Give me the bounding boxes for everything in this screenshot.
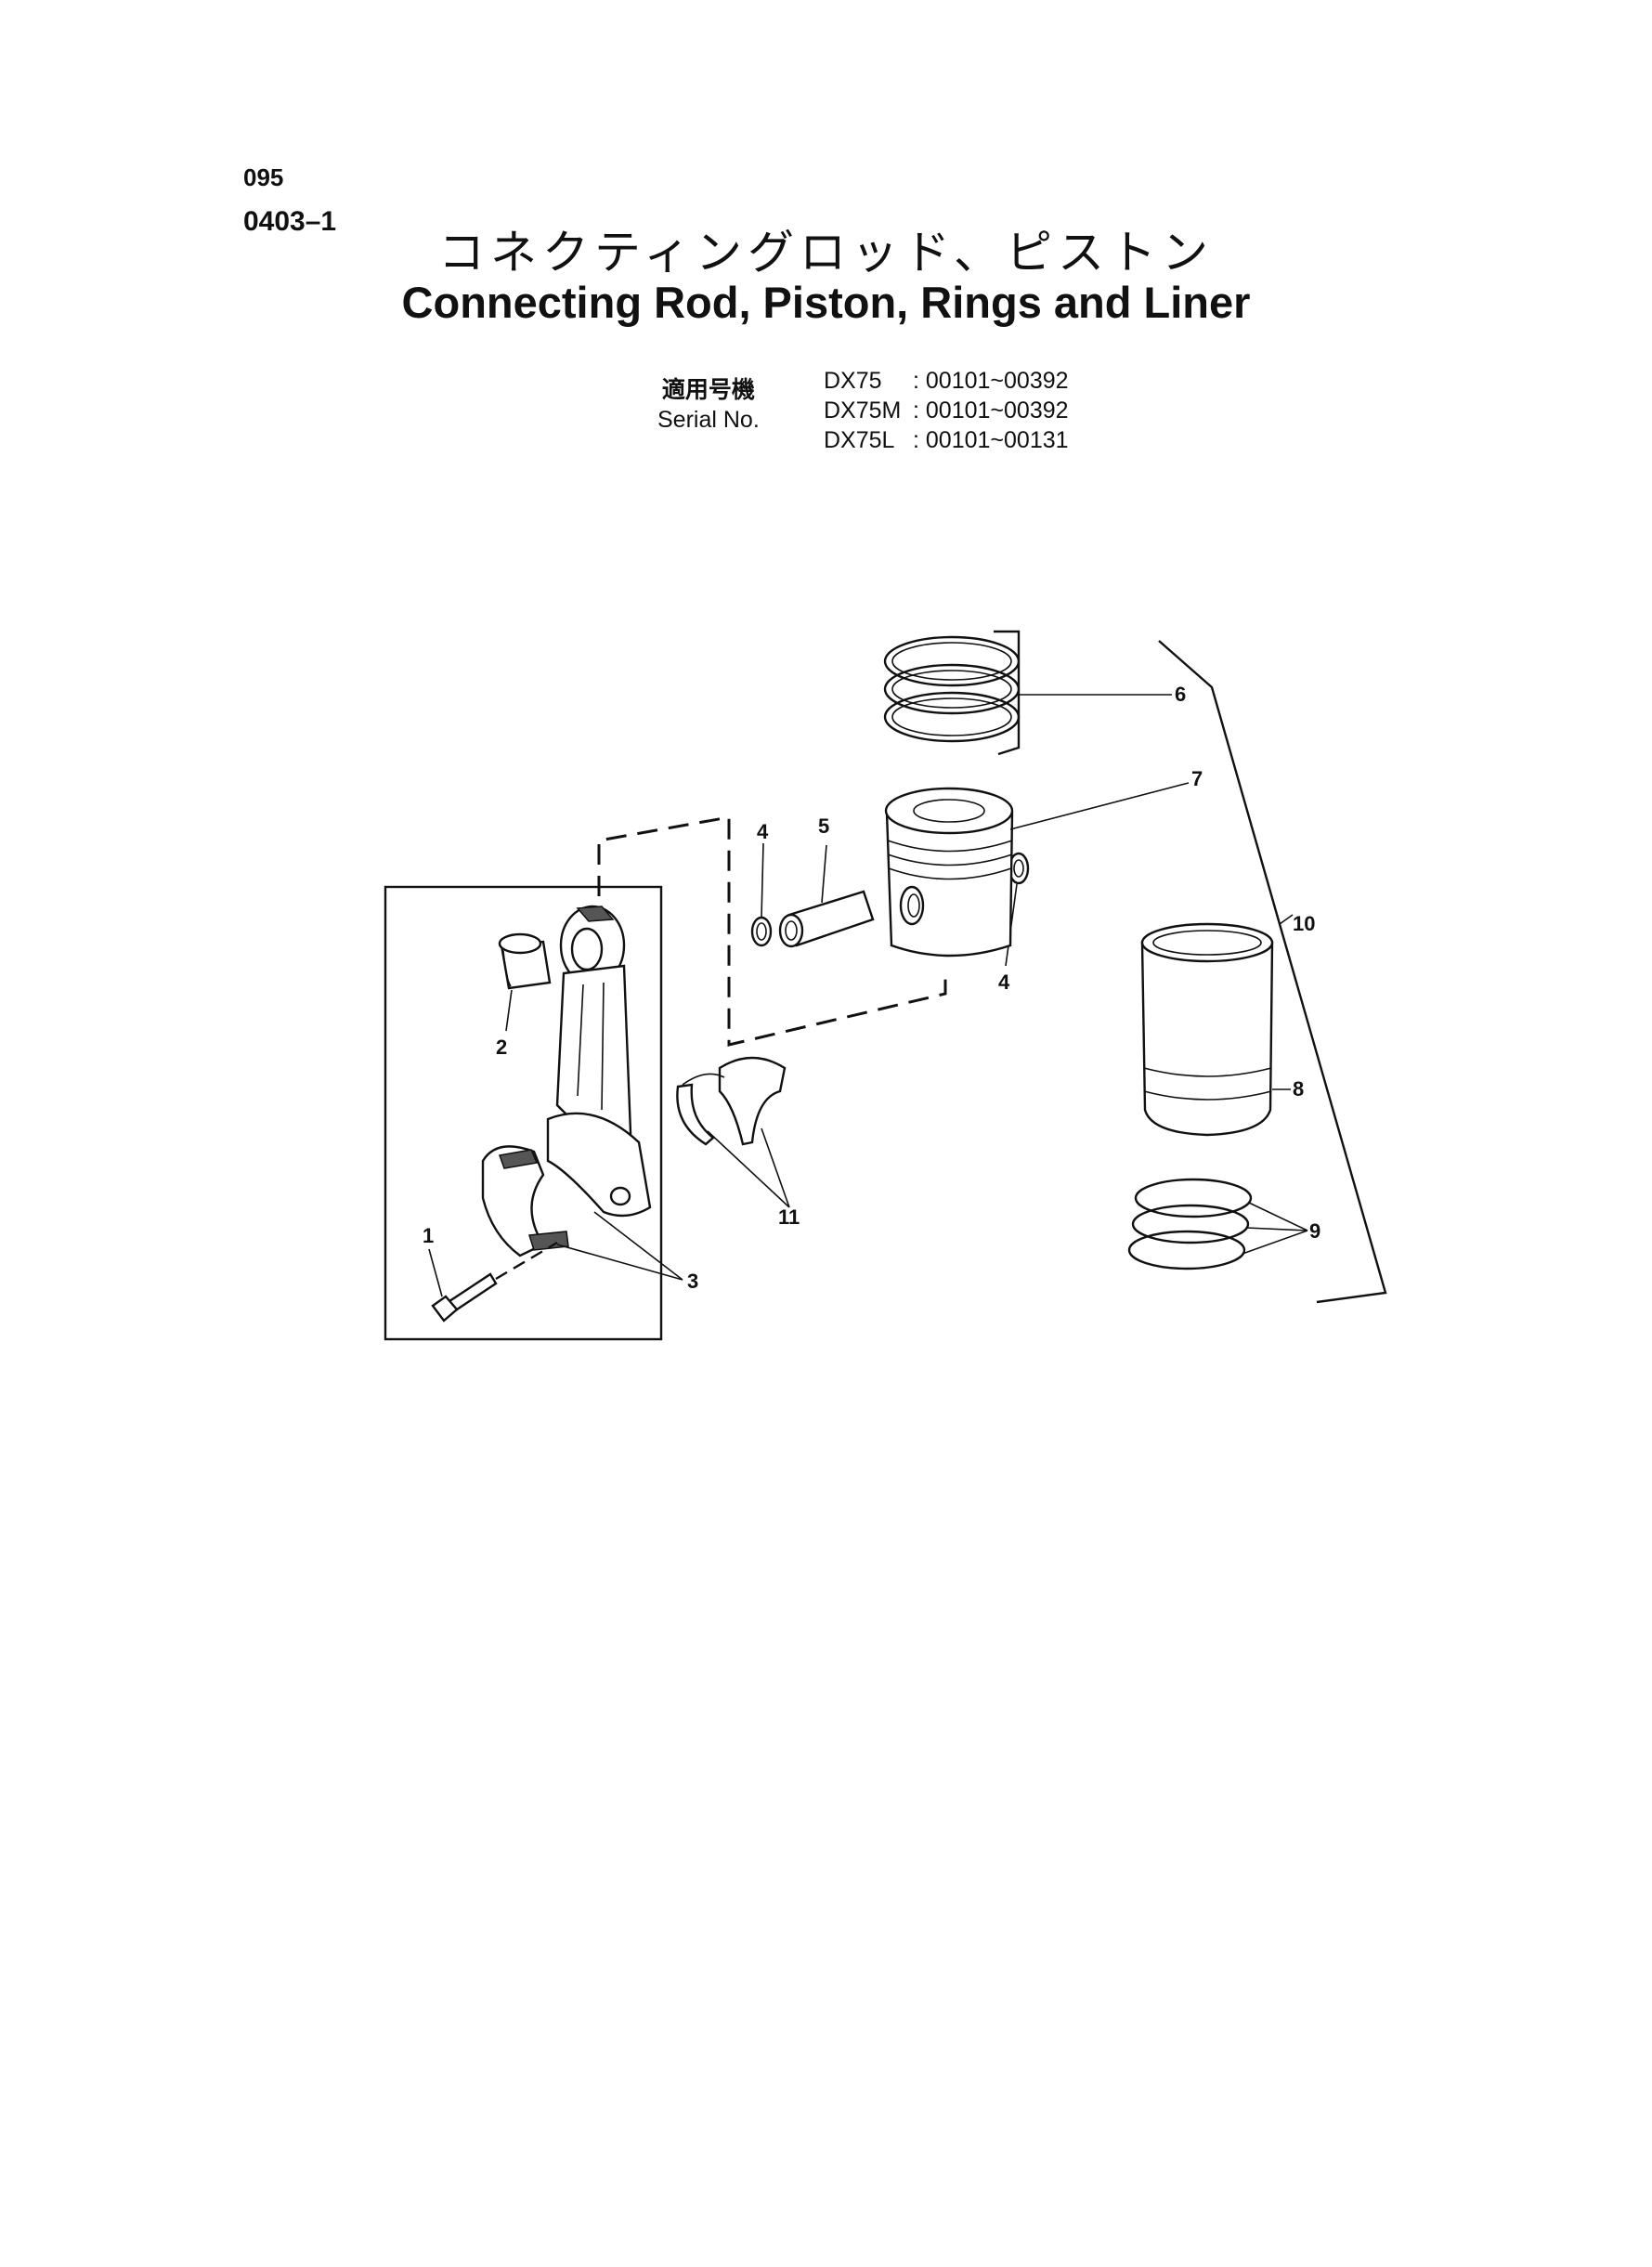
- page-number: 095: [243, 163, 284, 191]
- callout-7: 7: [1191, 767, 1203, 790]
- leader-line: [593, 1211, 683, 1281]
- bushing-part: [498, 932, 552, 990]
- callout-6: 6: [1175, 683, 1186, 706]
- rings-bracket: [994, 630, 1021, 756]
- serial-model: DX75M: [824, 397, 902, 423]
- serial-number-table: DX75 : 00101~00392 DX75M : 00101~00392 DX7…: [824, 366, 1069, 455]
- connecting-rod-assembly-frame: [384, 885, 663, 1341]
- leader-line: [1242, 1230, 1308, 1255]
- bearing-shells-part: [676, 1056, 787, 1146]
- leader-line: [761, 1127, 790, 1208]
- snap-ring-left-part: [750, 916, 773, 947]
- serial-label-japanese: 適用号機: [661, 376, 755, 403]
- leader-line: [1248, 1202, 1308, 1231]
- serial-label: 適用号機 Serial No.: [657, 374, 760, 436]
- serial-row: DX75L : 00101~00131: [824, 425, 1069, 455]
- serial-model: DX75: [824, 368, 882, 394]
- leader-line: [556, 1244, 683, 1281]
- figure-number: 0403–1: [243, 206, 337, 237]
- serial-range: : 00101~00131: [913, 427, 1069, 453]
- leader-line: [1245, 1227, 1308, 1231]
- leader-line: [821, 844, 827, 904]
- leader-line: [428, 1248, 443, 1297]
- leader-line: [707, 1130, 790, 1208]
- piston-rings-part: [883, 635, 1021, 743]
- o-rings-part: [1127, 1178, 1253, 1270]
- bracket-tick: [1279, 914, 1294, 925]
- serial-row: DX75 : 00101~00392: [824, 366, 1069, 396]
- serial-label-english: Serial No.: [657, 407, 760, 433]
- callout-2: 2: [496, 1036, 507, 1059]
- leader-line: [761, 842, 764, 919]
- callout-10: 10: [1293, 912, 1315, 935]
- callout-5: 5: [818, 814, 829, 838]
- page-title-japanese: コネクティングロッド、ピストン: [438, 226, 1214, 280]
- callout-4: 4: [757, 820, 769, 843]
- piston-part: [884, 787, 1014, 958]
- leader-line: [1009, 782, 1190, 830]
- leader-line: [505, 989, 513, 1032]
- cylinder-liner-part: [1140, 922, 1274, 1137]
- assembly-dashed-line: [597, 815, 947, 1047]
- serial-row: DX75M : 00101~00392: [824, 396, 1069, 425]
- callout-8: 8: [1293, 1077, 1304, 1101]
- serial-model: DX75L: [824, 427, 895, 453]
- connecting-rod-part: [481, 905, 652, 1257]
- callout-3: 3: [687, 1270, 698, 1293]
- callout-11: 11: [778, 1205, 800, 1229]
- callout-9: 9: [1309, 1219, 1320, 1243]
- callout-4: 4: [998, 971, 1010, 994]
- callout-1: 1: [423, 1224, 434, 1247]
- bolt-part: [431, 1241, 558, 1322]
- piston-pin-part: [778, 890, 875, 948]
- page-title-english: Connecting Rod, Piston, Rings and Liner: [401, 278, 1251, 327]
- serial-range: : 00101~00392: [913, 397, 1069, 423]
- serial-range: : 00101~00392: [913, 368, 1069, 394]
